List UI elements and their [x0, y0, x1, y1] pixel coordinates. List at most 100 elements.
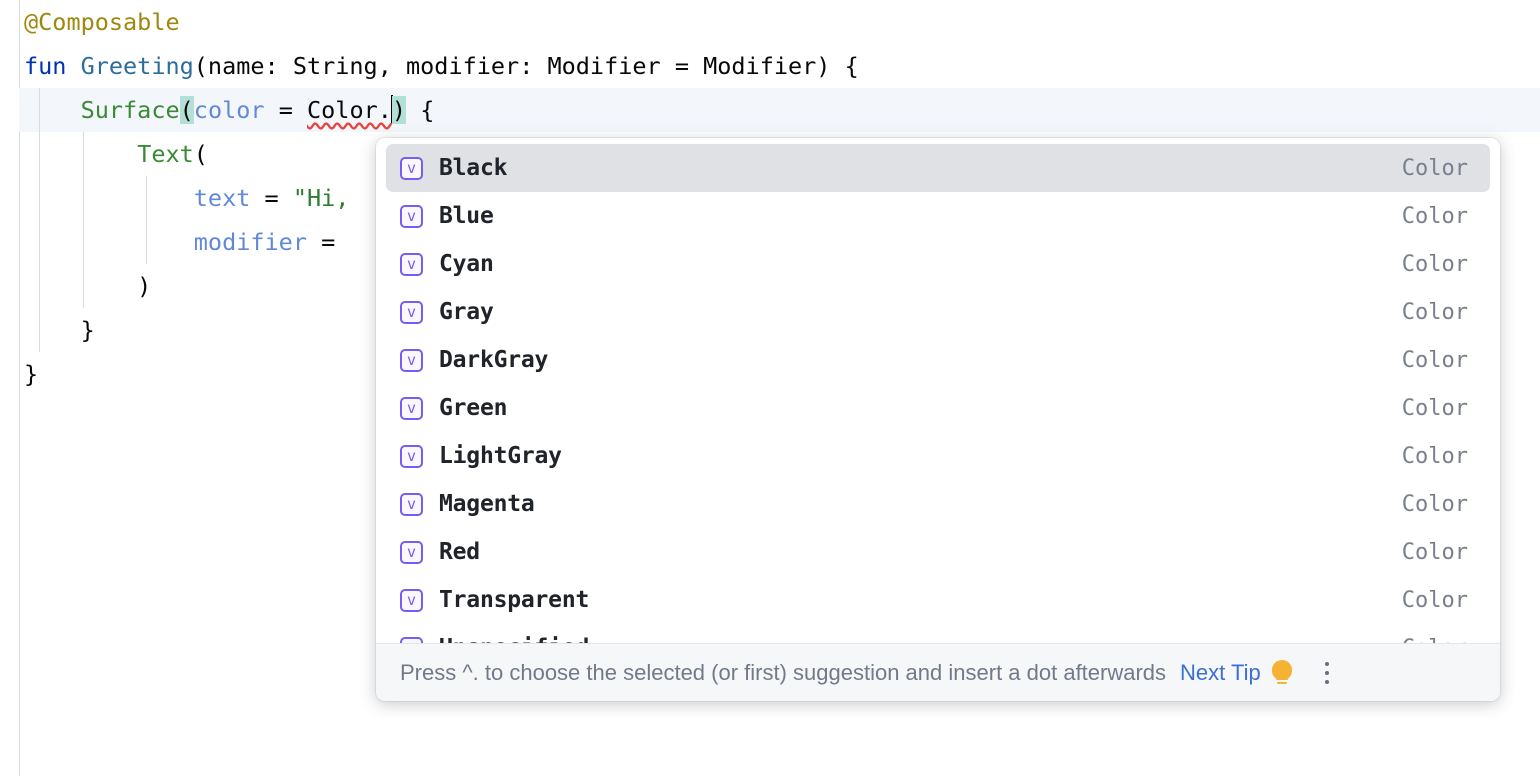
code-token: } [24, 360, 39, 388]
kebab-dot-2 [1324, 670, 1329, 675]
code-token: Text [137, 140, 194, 168]
completion-item-type: Color [1401, 203, 1468, 229]
code-token: ( [193, 140, 208, 168]
indent-guide-1 [83, 220, 84, 264]
indent-guide-2 [146, 176, 147, 220]
indent-guide-0 [39, 220, 40, 264]
value-property-icon: v [400, 396, 423, 420]
code-token: = [306, 228, 336, 256]
code-token: ( [179, 96, 194, 124]
code-token [24, 228, 194, 256]
code-token: modifier [193, 228, 307, 256]
indent-guide-0 [39, 132, 40, 176]
line-surface-close[interactable]: } [0, 308, 1540, 352]
indent-guide-1 [83, 176, 84, 220]
indent-guide-0 [39, 264, 40, 308]
completion-item[interactable]: v LightGray Color [386, 432, 1490, 480]
indent-guide-0 [39, 88, 40, 132]
indent-guide-1 [83, 264, 84, 308]
completion-item-label: Magenta [439, 491, 535, 517]
gutter-separator [19, 0, 20, 776]
completion-item-label: Cyan [439, 251, 494, 277]
lightbulb-base-top [1275, 677, 1288, 680]
code-token [24, 96, 81, 124]
completion-item-label: Green [439, 395, 508, 421]
code-token: = [250, 184, 293, 212]
value-property-icon: v [400, 156, 423, 180]
value-property-icon: v [400, 204, 423, 228]
code-token: ) [391, 96, 407, 124]
code-token: fun [24, 52, 81, 80]
indent-guide-2 [146, 220, 147, 264]
kebab-dot-3 [1324, 679, 1329, 684]
code-token: Color. [307, 96, 392, 124]
value-property-icon: v [400, 252, 423, 276]
value-property-icon: v [400, 492, 423, 516]
code-token [24, 140, 137, 168]
code-token: "Hi, [292, 184, 350, 212]
completion-item[interactable]: v Green Color [386, 384, 1490, 432]
code-token: Greeting [80, 52, 194, 80]
value-property-icon: v [400, 348, 423, 372]
code-token: { [406, 96, 435, 124]
completion-item[interactable]: v Blue Color [386, 192, 1490, 240]
completion-item-type: Color [1401, 443, 1468, 469]
completion-item-label: Transparent [439, 587, 590, 613]
value-property-icon: v [400, 444, 423, 468]
line-surface[interactable]: Surface(color = Color.) { [19, 88, 1540, 132]
line-fun-close[interactable]: } [0, 352, 1540, 396]
completion-item[interactable]: v Red Color [386, 528, 1490, 576]
kebab-menu-icon[interactable] [1316, 658, 1338, 688]
completion-item-type: Color [1401, 155, 1468, 181]
completion-item-type: Color [1401, 587, 1468, 613]
indent-guide-1 [83, 132, 84, 176]
completion-item-type: Color [1401, 347, 1468, 373]
hint-text: Press ^. to choose the selected (or firs… [400, 659, 1167, 685]
lightbulb-base-bottom [1276, 681, 1287, 684]
completion-item-label: Blue [439, 203, 494, 229]
lightbulb-icon[interactable] [1270, 659, 1294, 686]
completion-hint-bar: Press ^. to choose the selected (or firs… [376, 643, 1500, 701]
value-property-icon: v [400, 588, 423, 612]
value-property-icon: v [400, 540, 423, 564]
code-token: Surface [80, 96, 180, 124]
line-fun-greeting[interactable]: fun Greeting(name: String, modifier: Mod… [0, 44, 1540, 88]
completion-item-type: Color [1401, 539, 1468, 565]
completion-item-type: Color [1401, 395, 1468, 421]
completion-item-label: Gray [439, 299, 494, 325]
code-token: text [193, 184, 251, 212]
indent-guide-0 [39, 308, 40, 352]
indent-guide-0 [39, 176, 40, 220]
completion-item[interactable]: v Cyan Color [386, 240, 1490, 288]
line-text-close[interactable]: ) [0, 264, 1540, 308]
completion-item-label: Red [439, 539, 480, 565]
lightbulb-glass [1271, 659, 1292, 680]
kebab-dot-1 [1324, 661, 1329, 666]
completion-item[interactable]: v Magenta Color [386, 480, 1490, 528]
value-property-icon: v [400, 300, 423, 324]
completion-item-label: DarkGray [439, 347, 549, 373]
completion-item[interactable]: v Transparent Color [386, 576, 1490, 624]
code-token: color [193, 96, 265, 124]
line-text-arg[interactable]: text = "Hi, [0, 176, 1540, 220]
code-token: @Composable [24, 8, 180, 36]
completion-item-label: LightGray [439, 443, 562, 469]
line-annotation[interactable]: @Composable [0, 0, 1540, 44]
line-modifier-arg[interactable]: modifier = [0, 220, 1540, 264]
code-token: ) [24, 272, 152, 300]
completion-item-type: Color [1401, 251, 1468, 277]
completion-item-type: Color [1401, 491, 1468, 517]
completion-item[interactable]: v DarkGray Color [386, 336, 1490, 384]
code-token: = [264, 96, 307, 124]
code-token: (name: String, modifier: Modifier = Modi… [193, 52, 859, 80]
code-token [24, 184, 194, 212]
line-text-open[interactable]: Text( [0, 132, 1540, 176]
completion-item[interactable]: v Gray Color [386, 288, 1490, 336]
next-tip-link[interactable]: Next Tip [1180, 659, 1261, 685]
code-token: } [24, 316, 95, 344]
completion-item-type: Color [1401, 299, 1468, 325]
